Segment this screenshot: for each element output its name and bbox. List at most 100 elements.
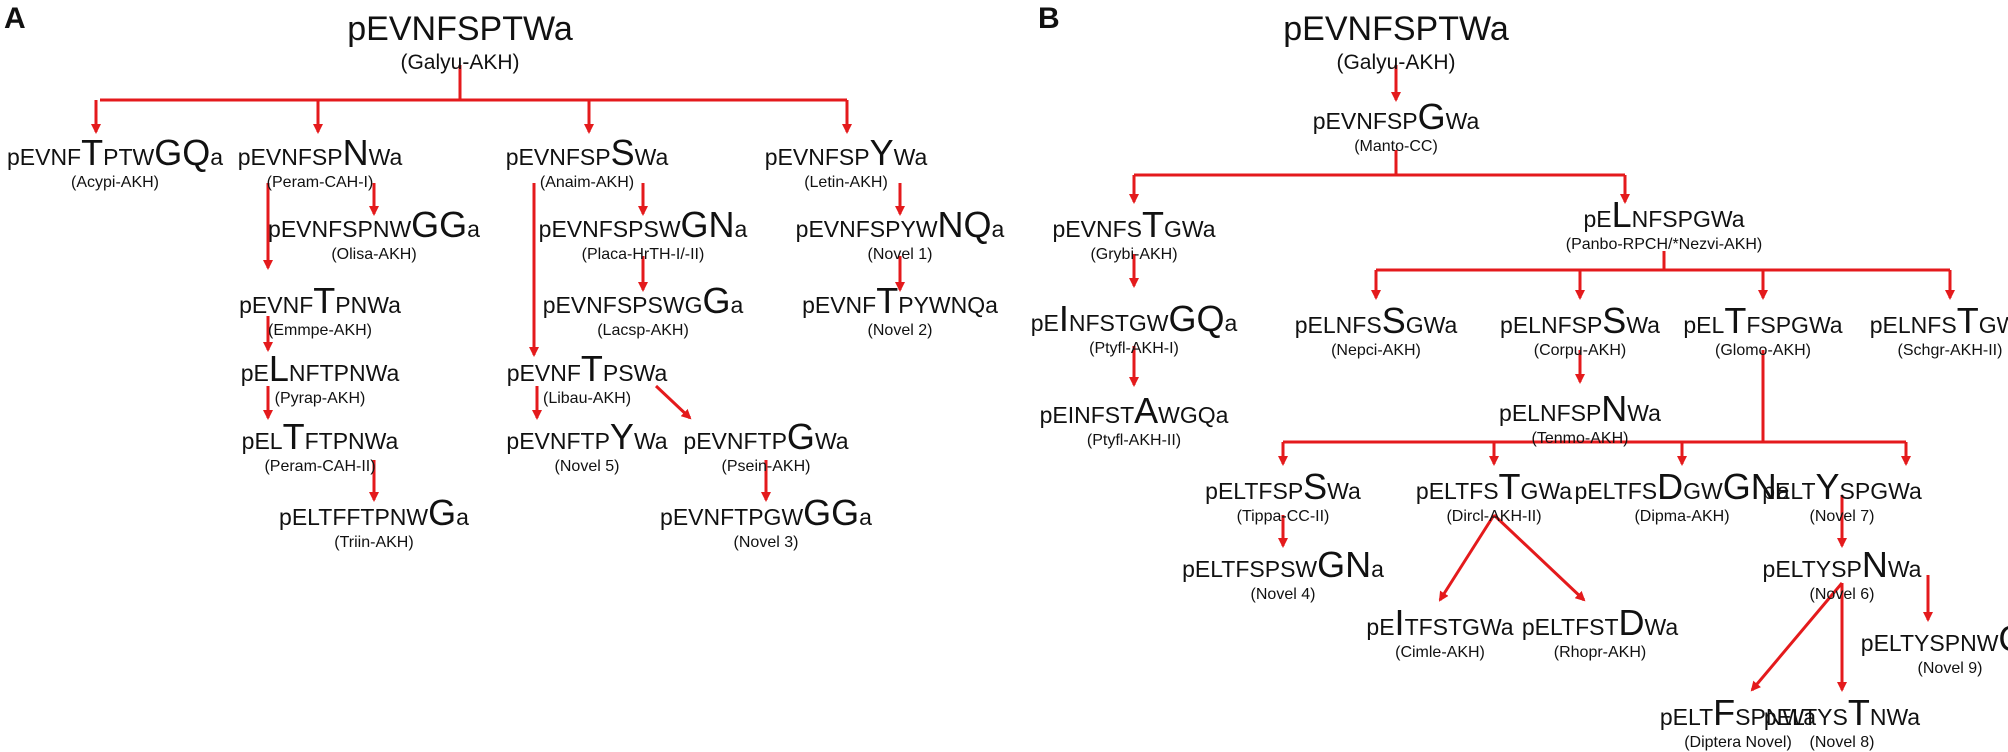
peptide-name: (Novel 9)	[1917, 659, 1983, 677]
peptide-name: (Ptyfl-AKH-I)	[1089, 339, 1179, 357]
substitution-residue: Y	[869, 132, 894, 173]
peptide-name: (Galyu-AKH)	[1336, 50, 1456, 74]
sequence-segment: a	[467, 216, 480, 242]
substitution-residue: L	[268, 348, 289, 389]
peptide-name: (Rhopr-AKH)	[1553, 643, 1647, 661]
peptide-sequence: pELTFTPNWa	[242, 418, 399, 456]
peptide-name: (Triin-AKH)	[334, 533, 414, 551]
tree-node: pEVNFTPTWGQa(Acypi-AKH)	[7, 134, 223, 192]
sequence-segment: pELT	[1659, 704, 1714, 730]
peptide-name: (Novel 7)	[1809, 507, 1875, 525]
peptide-sequence: pEVNFTPYWNQa	[802, 282, 998, 320]
sequence-segment: pE	[1366, 614, 1395, 640]
substitution-residue: S	[1381, 300, 1406, 341]
substitution-residue: GN	[680, 204, 735, 245]
edge-arrow	[1438, 514, 1496, 602]
sequence-segment: Wa	[634, 144, 669, 170]
sequence-segment: pE	[1030, 310, 1059, 336]
sequence-segment: Wa	[633, 428, 668, 454]
substitution-residue: F	[1713, 692, 1736, 733]
peptide-sequence: pELTFSPGWa	[1683, 302, 1842, 340]
tree-node: pELTFTPNWa(Peram-CAH-II)	[242, 418, 399, 476]
tree-node: pEVNFTPYWa(Novel 5)	[506, 418, 667, 476]
substitution-residue: A	[1134, 390, 1159, 431]
peptide-name: (Schgr-AKH-II)	[1897, 341, 2003, 359]
tree-node: pEVNFSPSWa(Anaim-AKH)	[506, 134, 669, 192]
peptide-sequence: pEVNFSPSWa	[506, 134, 669, 172]
tree-node: pELTFSTDWa(Rhopr-AKH)	[1522, 604, 1678, 662]
sequence-segment: pEVNF	[506, 360, 581, 386]
tree-node: pEVNFSTGWa(Grybi-AKH)	[1052, 206, 1215, 264]
peptide-name: (Corpu-AKH)	[1533, 341, 1627, 359]
peptide-name: (Pyrap-AKH)	[274, 389, 366, 407]
tree-node: pELTYSPNWa(Novel 6)	[1763, 546, 1922, 604]
peptide-sequence: pELNFSPNWa	[1499, 390, 1661, 428]
sequence-segment: PSWa	[602, 360, 668, 386]
sequence-segment: PYWNQa	[898, 292, 998, 318]
peptide-sequence: pEVNFTPGWa	[683, 418, 848, 456]
peptide-name: (Nepci-AKH)	[1331, 341, 1421, 359]
peptide-name: (Cimle-AKH)	[1395, 643, 1485, 661]
sequence-segment: Wa	[1626, 312, 1660, 338]
sequence-segment: FTPNWa	[304, 428, 399, 454]
sequence-segment: Wa	[1887, 556, 1922, 582]
sequence-segment: Wa	[1627, 400, 1661, 426]
sequence-segment: pELTFS	[1415, 478, 1499, 504]
sequence-segment: a	[734, 216, 748, 242]
sequence-segment: SPNWa	[1735, 704, 1817, 730]
substitution-residue: I	[1058, 298, 1069, 339]
tree-node: pEVNFTPSWa(Libau-AKH)	[507, 350, 667, 408]
sequence-segment: pEVNFTP	[506, 428, 610, 454]
tree-node: pEVNFSPNWGGa(Olisa-AKH)	[268, 206, 480, 264]
sequence-segment: GW	[1683, 478, 1723, 504]
tree-node: pEVNFSPNWa(Peram-CAH-I)	[238, 134, 402, 192]
sequence-segment: NFTPNWa	[288, 360, 400, 386]
tree-node: pELTFSTGWa(Dircl-AKH-II)	[1416, 468, 1572, 526]
tree-node: pEVNFTPYWNQa(Novel 2)	[802, 282, 998, 340]
peptide-name: (Dircl-AKH-II)	[1446, 507, 1542, 525]
peptide-sequence: pEVNFTPSWa	[507, 350, 667, 388]
sequence-segment: a	[1224, 310, 1238, 336]
peptide-name: (Tenmo-AKH)	[1531, 429, 1629, 447]
tree-node: pELTFFTPNWGa(Triin-AKH)	[279, 494, 469, 552]
substitution-residue: G	[1998, 618, 2008, 659]
tree-node: pELTFSPSWa(Tippa-CC-II)	[1205, 468, 1361, 526]
tree-node: pEVNFSPSWGNa(Placa-HrTH-I/-II)	[539, 206, 748, 264]
peptide-sequence: pEVNFSTGWa	[1052, 206, 1215, 244]
sequence-segment: pEVNF	[239, 292, 314, 318]
peptide-sequence: pEVNFSPYWNQa	[796, 206, 1005, 244]
sequence-segment: pEVNFSPNW	[268, 216, 412, 242]
peptide-name: (Tippa-CC-II)	[1236, 507, 1330, 525]
peptide-name: (Novel 5)	[554, 457, 620, 475]
tree-node: pEINFSTAWGQa(Ptyfl-AKH-II)	[1040, 392, 1229, 450]
sequence-segment: a	[1371, 556, 1384, 582]
sequence-segment: pE	[240, 360, 269, 386]
peptide-sequence: pEINFSTGWGQa	[1031, 300, 1238, 338]
substitution-residue: S	[1602, 300, 1627, 341]
sequence-segment: pEVNFSP	[505, 144, 611, 170]
sequence-segment: pEVNFSP	[764, 144, 870, 170]
sequence-segment: GWa	[1405, 312, 1458, 338]
sequence-segment: a	[730, 292, 744, 318]
tree-node: pELNFSPGWa(Panbo-RPCH/*Nezvi-AKH)	[1566, 196, 1763, 254]
peptide-name: (Ptyfl-AKH-II)	[1086, 431, 1182, 449]
peptide-name: (Manto-CC)	[1354, 137, 1438, 155]
peptide-name: (Novel 2)	[867, 321, 933, 339]
peptide-name: (Novel 1)	[867, 245, 933, 263]
sequence-segment: pEVNF	[6, 144, 82, 170]
peptide-sequence: pELTFSPNWa	[1660, 694, 1816, 732]
peptide-sequence: pELTFSPSWa	[1205, 468, 1361, 506]
peptide-sequence: pEVNFTPGWGGa	[660, 494, 872, 532]
peptide-sequence: pELTYSPNWGa	[1861, 620, 2008, 658]
edge-arrow	[1492, 513, 1586, 602]
substitution-residue: Y	[1815, 466, 1840, 507]
sequence-segment: pEL	[241, 428, 283, 454]
substitution-residue: GQ	[154, 132, 211, 173]
peptide-sequence: pELTFFTPNWGa	[279, 494, 469, 532]
substitution-residue: D	[1657, 466, 1684, 507]
peptide-name: (Olisa-AKH)	[331, 245, 417, 263]
peptide-sequence: pEVNFTPTWGQa	[7, 134, 223, 172]
substitution-residue: N	[1601, 388, 1628, 429]
peptide-name: (Peram-CAH-I)	[266, 173, 374, 191]
peptide-sequence: pELNFSSGWa	[1295, 302, 1458, 340]
